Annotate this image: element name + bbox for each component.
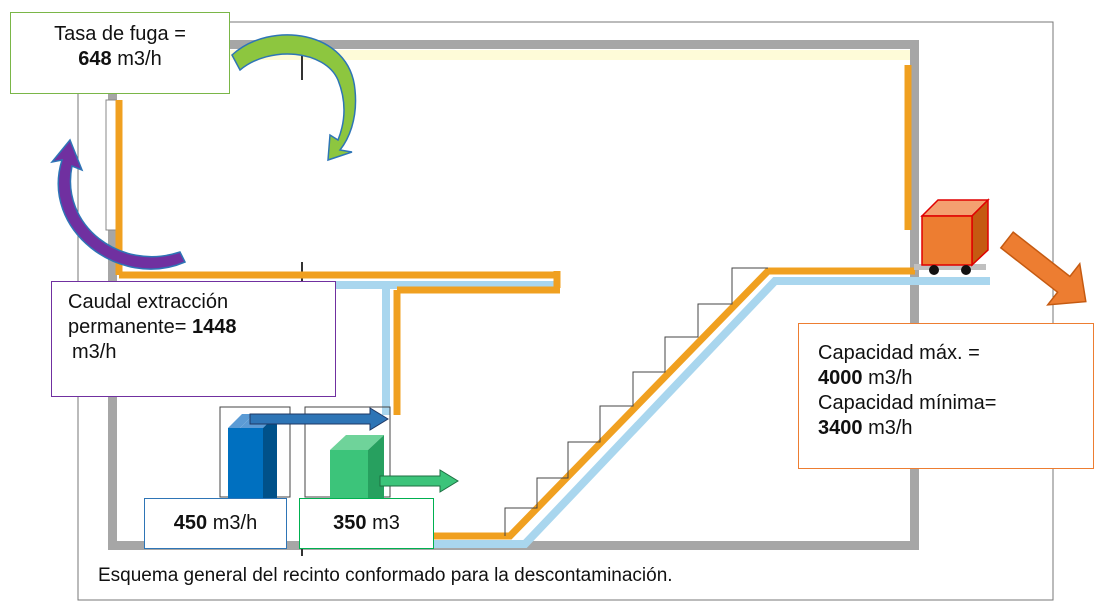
capacity-max-label: Capacidad máx. = xyxy=(818,342,980,364)
capacity-max-unit: m3/h xyxy=(868,367,913,389)
negative-pressure-fan-unit xyxy=(914,198,990,275)
capacity-min-label: Capacidad mínima= xyxy=(818,392,997,414)
extraction-label-line2: permanente= xyxy=(68,316,187,338)
figure-caption: Esquema general del recinto conformado p… xyxy=(98,565,673,586)
staircase xyxy=(504,267,768,536)
capacity-min-unit: m3/h xyxy=(868,417,913,439)
extraction-unit: m3/h xyxy=(72,341,117,363)
blue-unit-flow-box: 450 m3/h xyxy=(144,498,287,549)
blue-unit-value: 450 xyxy=(173,512,208,534)
blue-unit-unit: m3/h xyxy=(212,512,258,534)
ceiling-band xyxy=(110,50,915,60)
leak-rate-label: Tasa de fuga = xyxy=(54,23,186,45)
leak-rate-box: Tasa de fuga = 648 m3/h xyxy=(10,12,230,94)
green-unit-flow-box: 350 m3 xyxy=(299,498,434,549)
extraction-curved-arrow xyxy=(50,138,187,270)
leak-rate-value: 648 xyxy=(78,48,112,70)
leak-curved-arrow xyxy=(231,34,357,162)
extraction-label-line1: Caudal extracción xyxy=(68,291,229,313)
extraction-value: 1448 xyxy=(191,316,237,338)
green-unit-unit: m3 xyxy=(372,512,400,534)
blue-extraction-unit xyxy=(228,414,277,510)
left-window xyxy=(105,99,117,231)
extraction-flow-box: Caudal extracción permanente= 1448 m3/h xyxy=(51,281,336,397)
capacity-max-value: 4000 xyxy=(818,367,863,389)
orange-inner-walls xyxy=(115,65,915,540)
green-unit-value: 350 xyxy=(333,512,367,534)
capacity-min-value: 3400 xyxy=(818,417,863,439)
blue-airflow-arrow xyxy=(249,407,389,431)
exhaust-arrow xyxy=(999,231,1087,306)
leak-rate-unit: m3/h xyxy=(117,48,162,70)
fan-capacity-box: Capacidad máx. = 4000 m3/h Capacidad mín… xyxy=(798,323,1094,469)
green-airflow-arrow xyxy=(379,469,459,493)
